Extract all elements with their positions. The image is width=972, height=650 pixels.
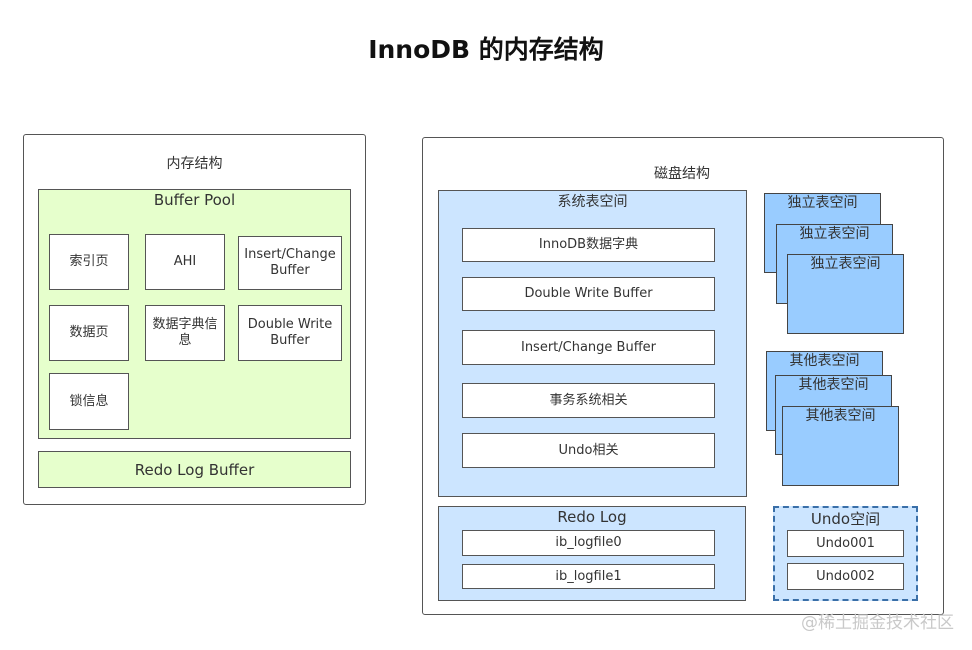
- diagram-title: InnoDB 的内存结构: [368, 35, 604, 64]
- watermark: @稀土掘金技术社区: [801, 613, 954, 633]
- file-per-table-tablespace: 独立表空间: [787, 254, 904, 334]
- undo002-box: Undo002: [787, 563, 904, 590]
- undo001-box: Undo001: [787, 530, 904, 557]
- undo-related-box: Undo相关: [462, 433, 715, 468]
- innodb-data-dictionary-box: InnoDB数据字典: [462, 228, 715, 262]
- buffer-pool-label: Buffer Pool: [153, 191, 236, 209]
- disk-structure-heading: 磁盘结构: [654, 166, 710, 182]
- ib-logfile0-box: ib_logfile0: [462, 530, 715, 556]
- redo-log-buffer: Redo Log Buffer: [38, 451, 351, 488]
- ib-logfile1-box: ib_logfile1: [462, 564, 715, 589]
- system-tablespace-label: 系统表空间: [557, 194, 628, 210]
- redo-log-buffer-label: Redo Log Buffer: [134, 460, 255, 479]
- transaction-system-box: 事务系统相关: [462, 383, 715, 418]
- other-tablespace: 其他表空间: [782, 406, 899, 486]
- redo-log-label: Redo Log: [557, 508, 627, 526]
- data-page-box: 数据页: [49, 305, 129, 361]
- insert-change-buffer-disk-box: Insert/Change Buffer: [462, 330, 715, 365]
- undo-tablespace-label: Undo空间: [810, 510, 881, 528]
- ahi-box: AHI: [145, 234, 225, 290]
- lock-info-box: 锁信息: [49, 373, 129, 430]
- double-write-buffer-disk-box: Double Write Buffer: [462, 277, 715, 311]
- index-page-box: 索引页: [49, 234, 129, 290]
- insert-change-buffer-box: Insert/Change Buffer: [238, 236, 342, 290]
- memory-structure-heading: 内存结构: [166, 156, 223, 172]
- data-dictionary-info-box: 数据字典信息: [145, 305, 225, 361]
- double-write-buffer-box: Double Write Buffer: [238, 305, 342, 361]
